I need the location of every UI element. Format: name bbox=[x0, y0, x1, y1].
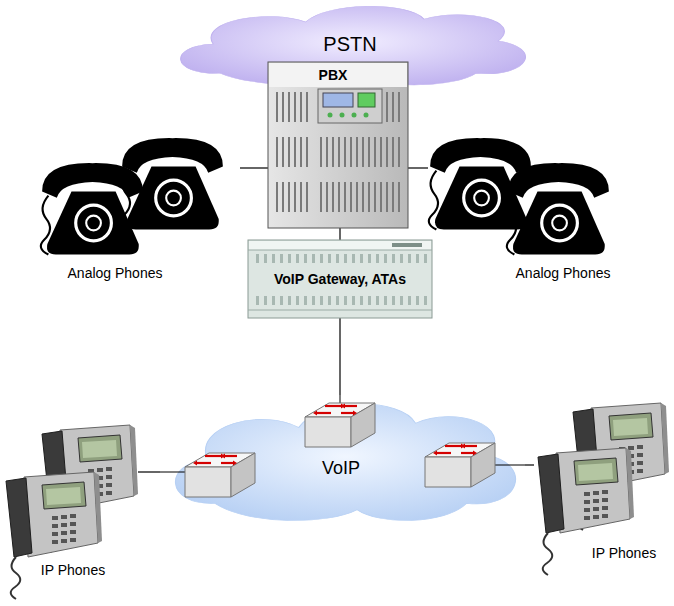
connector-line bbox=[240, 167, 268, 168]
node-art bbox=[40, 135, 240, 285]
gateway-box: VoIP Gateway, ATAs bbox=[248, 240, 432, 318]
wire bbox=[160, 472, 187, 473]
connector-line bbox=[408, 167, 428, 168]
analog-phone-icon bbox=[507, 163, 609, 254]
node-art bbox=[268, 62, 408, 228]
cloud-region: VoIP bbox=[160, 395, 525, 525]
node-label: PSTN bbox=[323, 33, 376, 56]
pbx-cabinet bbox=[268, 62, 408, 228]
connector-line bbox=[339, 318, 340, 395]
connector-line bbox=[339, 228, 340, 240]
pbx-box: PBX bbox=[268, 62, 408, 228]
phone-group: Analog Phones bbox=[40, 135, 240, 285]
node-label: PBX bbox=[319, 67, 348, 83]
node-label: VoIP Gateway, ATAs bbox=[270, 270, 410, 288]
connector-line bbox=[138, 471, 160, 472]
pbx-panel bbox=[318, 89, 382, 123]
node-label: VoIP bbox=[322, 458, 360, 479]
switch-icon bbox=[425, 443, 495, 487]
analog-phone-icon bbox=[41, 163, 143, 254]
group-label: IP Phones bbox=[592, 545, 656, 561]
phone-group: Analog Phones bbox=[428, 135, 628, 285]
gateway-rack bbox=[248, 240, 432, 318]
ip-phone-icon bbox=[6, 472, 102, 599]
node-art bbox=[428, 135, 628, 285]
phone-group: IP Phones bbox=[0, 412, 138, 595]
switch-icon bbox=[305, 403, 375, 447]
switch-icon bbox=[185, 453, 255, 497]
phone-group: IP Phones bbox=[534, 398, 670, 568]
node-art bbox=[534, 398, 670, 568]
group-label: Analog Phones bbox=[68, 265, 163, 281]
group-label: Analog Phones bbox=[516, 265, 611, 281]
connector-line bbox=[525, 464, 534, 465]
group-label: IP Phones bbox=[41, 562, 105, 578]
wire bbox=[493, 465, 525, 466]
cloud-shape bbox=[175, 404, 515, 520]
